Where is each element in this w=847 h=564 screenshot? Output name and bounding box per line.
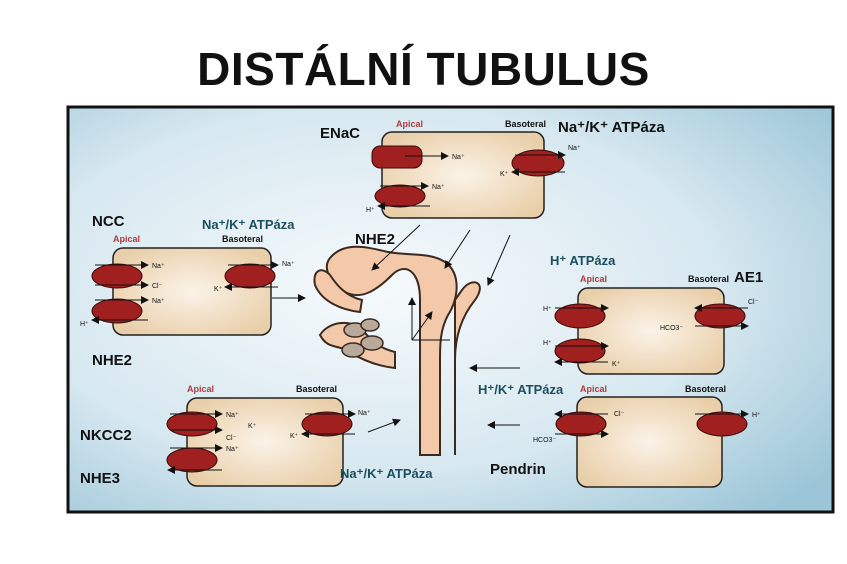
ion-label: Cl⁻ bbox=[614, 411, 625, 418]
cell-left bbox=[112, 247, 272, 336]
ion-label: HCO3⁻ bbox=[533, 437, 556, 444]
ion-label: H⁺ bbox=[543, 306, 552, 313]
ion-label: H⁺ bbox=[366, 207, 375, 214]
bottom-left-basoteral: Basoteral bbox=[296, 384, 337, 394]
glomerulus bbox=[341, 318, 384, 358]
label-nhe2-left: NHE2 bbox=[92, 352, 132, 369]
ion-label: Na⁺ bbox=[282, 261, 295, 268]
ion-label: Na⁺ bbox=[452, 154, 465, 161]
transporter-nhe2-left bbox=[91, 298, 143, 324]
transporter-h-atpase bbox=[554, 303, 606, 329]
pointer-arrows bbox=[272, 224, 520, 433]
bottom-right-basoteral: Basoteral bbox=[685, 384, 726, 394]
transporter-pendrin bbox=[555, 411, 607, 437]
top-basoteral: Basoteral bbox=[505, 119, 546, 129]
transporter-ncc bbox=[91, 263, 143, 289]
ion-label: Cl⁻ bbox=[226, 435, 237, 442]
ion-label: Na⁺ bbox=[152, 298, 165, 305]
ion-label: Na⁺ bbox=[152, 263, 165, 270]
transporter-enac bbox=[371, 145, 423, 169]
transporter-nkcc2 bbox=[166, 411, 218, 437]
label-ae1: AE1 bbox=[734, 269, 763, 286]
bottom-right-apical: Apical bbox=[580, 384, 607, 394]
right-basoteral: Basoteral bbox=[688, 274, 729, 284]
ion-arrows bbox=[91, 151, 749, 474]
label-nak-left: Na⁺/K⁺ ATPáza bbox=[202, 217, 295, 232]
label-nak-bottom: Na⁺/K⁺ ATPáza bbox=[340, 466, 433, 481]
ion-label: Na⁺ bbox=[226, 412, 239, 419]
ion-label: K⁺ bbox=[248, 423, 257, 430]
ion-label: H⁺ bbox=[543, 340, 552, 347]
left-basoteral: Basoteral bbox=[222, 234, 263, 244]
transporter-nhe2-top bbox=[374, 184, 426, 208]
ion-label: H⁺ bbox=[752, 412, 761, 419]
cell-right bbox=[577, 287, 725, 375]
ion-label: K⁺ bbox=[500, 171, 509, 178]
ion-label: Na⁺ bbox=[358, 410, 371, 417]
ion-label: Na⁺ bbox=[226, 446, 239, 453]
label-hk-atpase: H⁺/K⁺ ATPáza bbox=[478, 382, 564, 397]
left-apical: Apical bbox=[113, 234, 140, 244]
label-nhe2-center: NHE2 bbox=[355, 231, 395, 248]
transporter-nak-top bbox=[511, 149, 565, 177]
top-apical: Apical bbox=[396, 119, 423, 129]
transporter-hk-atpase-right bbox=[554, 338, 606, 364]
transporter-ae1 bbox=[694, 303, 746, 329]
page-title: DISTÁLNÍ TUBULUS bbox=[197, 43, 650, 95]
ion-label: Cl⁻ bbox=[748, 299, 759, 306]
ion-label: HCO3⁻ bbox=[660, 325, 683, 332]
ion-label: Cl⁻ bbox=[152, 283, 163, 290]
ion-label: K⁺ bbox=[214, 286, 223, 293]
ion-label: K⁺ bbox=[290, 433, 299, 440]
transporter-nak-left bbox=[224, 263, 276, 289]
label-nak-top: Na⁺/K⁺ ATPáza bbox=[558, 119, 665, 136]
tubule-inner-arrows bbox=[408, 297, 450, 341]
right-apical: Apical bbox=[580, 274, 607, 284]
ion-label: K⁺ bbox=[612, 361, 621, 368]
tubule bbox=[313, 245, 481, 456]
ion-label: H⁺ bbox=[80, 321, 89, 328]
label-enac: ENaC bbox=[320, 125, 360, 142]
cell-bottom-right bbox=[576, 396, 723, 488]
ion-label: Na⁺ bbox=[432, 184, 445, 191]
label-pendrin: Pendrin bbox=[490, 461, 546, 478]
label-nhe3: NHE3 bbox=[80, 470, 120, 487]
transporter-nak-bottom bbox=[301, 411, 353, 437]
transporter-nhe3 bbox=[166, 447, 218, 473]
label-ncc: NCC bbox=[92, 213, 125, 230]
cell-bottom-left bbox=[186, 397, 344, 487]
ion-label: Na⁺ bbox=[568, 145, 581, 152]
transporter-h-bottom-right bbox=[696, 411, 748, 437]
label-nkcc2: NKCC2 bbox=[80, 427, 132, 444]
bottom-left-apical: Apical bbox=[187, 384, 214, 394]
label-h-atpase: H⁺ ATPáza bbox=[550, 253, 616, 268]
